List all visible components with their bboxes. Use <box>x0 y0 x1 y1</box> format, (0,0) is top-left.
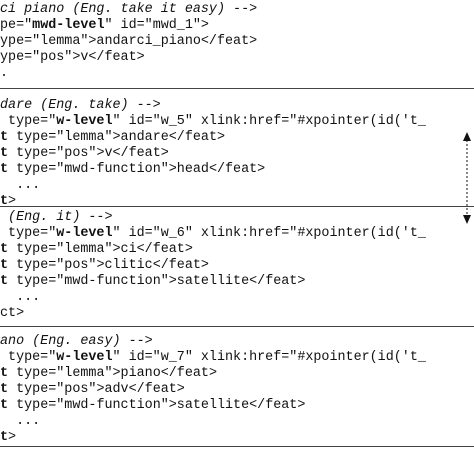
code-token: ype="pos">v</feat> <box>0 50 145 65</box>
code-token: " id="w_6" xlink:href="#xpointer(id('t_ <box>112 226 426 241</box>
code-line: ci piano (Eng. take it easy) --> <box>0 2 257 18</box>
highlighted-token: t <box>0 398 9 413</box>
code-token: ... <box>0 290 41 305</box>
code-line: t type="lemma">ci</feat> <box>0 242 193 258</box>
xml-comment-text: ano (Eng. easy) --> <box>0 334 153 349</box>
highlighted-token: t <box>0 274 9 289</box>
highlighted-token: mwd-level <box>32 18 105 33</box>
code-line: t type="lemma">andare</feat> <box>0 130 225 146</box>
xml-element-block: ci piano (Eng. take it easy) -->pe="mwd-… <box>0 2 474 82</box>
code-token: ... <box>0 414 41 429</box>
highlighted-token: t <box>0 258 9 273</box>
code-token: > <box>8 430 17 445</box>
code-token: type="lemma">ci</feat> <box>8 242 193 257</box>
xml-comment-text: ci piano (Eng. take it easy) --> <box>0 2 258 17</box>
code-token: ct> <box>0 306 25 321</box>
code-token: type=" <box>0 350 57 365</box>
code-line: t type="pos">adv</feat> <box>0 382 185 398</box>
block-divider <box>0 206 474 207</box>
double-arrow-icon <box>463 132 471 224</box>
xml-element-block: ano (Eng. easy) --> type="w-level" id="w… <box>0 334 474 446</box>
highlighted-token: w-level <box>56 226 113 241</box>
code-line: type="w-level" id="w_7" xlink:href="#xpo… <box>0 350 426 366</box>
code-token: type="mwd-function">head</feat> <box>8 162 266 177</box>
highlighted-token: t <box>0 162 9 177</box>
code-line: ype="pos">v</feat> <box>0 50 145 66</box>
block-divider <box>0 446 474 447</box>
code-token: pe=" <box>0 18 33 33</box>
highlighted-token: t <box>0 242 9 257</box>
code-token: " id="w_5" xlink:href="#xpointer(id('t_ <box>112 114 426 129</box>
code-token: type="pos">v</feat> <box>8 146 169 161</box>
highlighted-token: t <box>0 194 9 209</box>
code-line: ... <box>0 290 40 306</box>
code-line: . <box>0 66 8 82</box>
code-token: type="lemma">piano</feat> <box>8 366 217 381</box>
highlighted-token: t <box>0 366 9 381</box>
code-line: type="w-level" id="w_6" xlink:href="#xpo… <box>0 226 426 242</box>
xml-comment-text: dare (Eng. take) --> <box>0 98 161 113</box>
code-line: t type="lemma">piano</feat> <box>0 366 217 382</box>
code-line: ype="lemma">andarci_piano</feat> <box>0 34 257 50</box>
code-line: t type="mwd-function">satellite</feat> <box>0 398 305 414</box>
xml-comment-text: (Eng. it) --> <box>0 210 113 225</box>
code-line: (Eng. it) --> <box>0 210 113 226</box>
code-line: pe="mwd-level" id="mwd_1"> <box>0 18 209 34</box>
code-token: type="pos">adv</feat> <box>8 382 185 397</box>
code-token: > <box>8 194 17 209</box>
xml-element-block: (Eng. it) --> type="w-level" id="w_6" xl… <box>0 210 474 322</box>
code-line: ... <box>0 178 40 194</box>
block-divider <box>0 88 474 89</box>
highlighted-token: t <box>0 430 9 445</box>
code-line: t type="mwd-function">satellite</feat> <box>0 274 305 290</box>
code-token: type=" <box>0 226 57 241</box>
highlighted-token: t <box>0 146 9 161</box>
code-line: t type="mwd-function">head</feat> <box>0 162 265 178</box>
code-token: " id="w_7" xlink:href="#xpointer(id('t_ <box>112 350 426 365</box>
code-token: type="lemma">andare</feat> <box>8 130 226 145</box>
code-token: . <box>0 66 9 81</box>
highlighted-token: w-level <box>56 114 113 129</box>
highlighted-token: w-level <box>56 350 113 365</box>
code-line: t> <box>0 194 16 210</box>
code-line: t> <box>0 430 16 446</box>
code-line: type="w-level" id="w_5" xlink:href="#xpo… <box>0 114 426 130</box>
code-token: " id="mwd_1"> <box>104 18 209 33</box>
code-token: type="mwd-function">satellite</feat> <box>8 274 306 289</box>
code-line: dare (Eng. take) --> <box>0 98 161 114</box>
highlighted-token: t <box>0 130 9 145</box>
code-token: ... <box>0 178 41 193</box>
code-line: ano (Eng. easy) --> <box>0 334 153 350</box>
code-token: type="pos">clitic</feat> <box>8 258 209 273</box>
code-line: t type="pos">v</feat> <box>0 146 169 162</box>
code-line: t type="pos">clitic</feat> <box>0 258 209 274</box>
code-line: ct> <box>0 306 24 322</box>
block-divider <box>0 326 474 327</box>
code-token: type=" <box>0 114 57 129</box>
code-line: ... <box>0 414 40 430</box>
xml-element-block: dare (Eng. take) --> type="w-level" id="… <box>0 98 474 210</box>
code-token: ype="lemma">andarci_piano</feat> <box>0 34 258 49</box>
highlighted-token: t <box>0 382 9 397</box>
code-token: type="mwd-function">satellite</feat> <box>8 398 306 413</box>
